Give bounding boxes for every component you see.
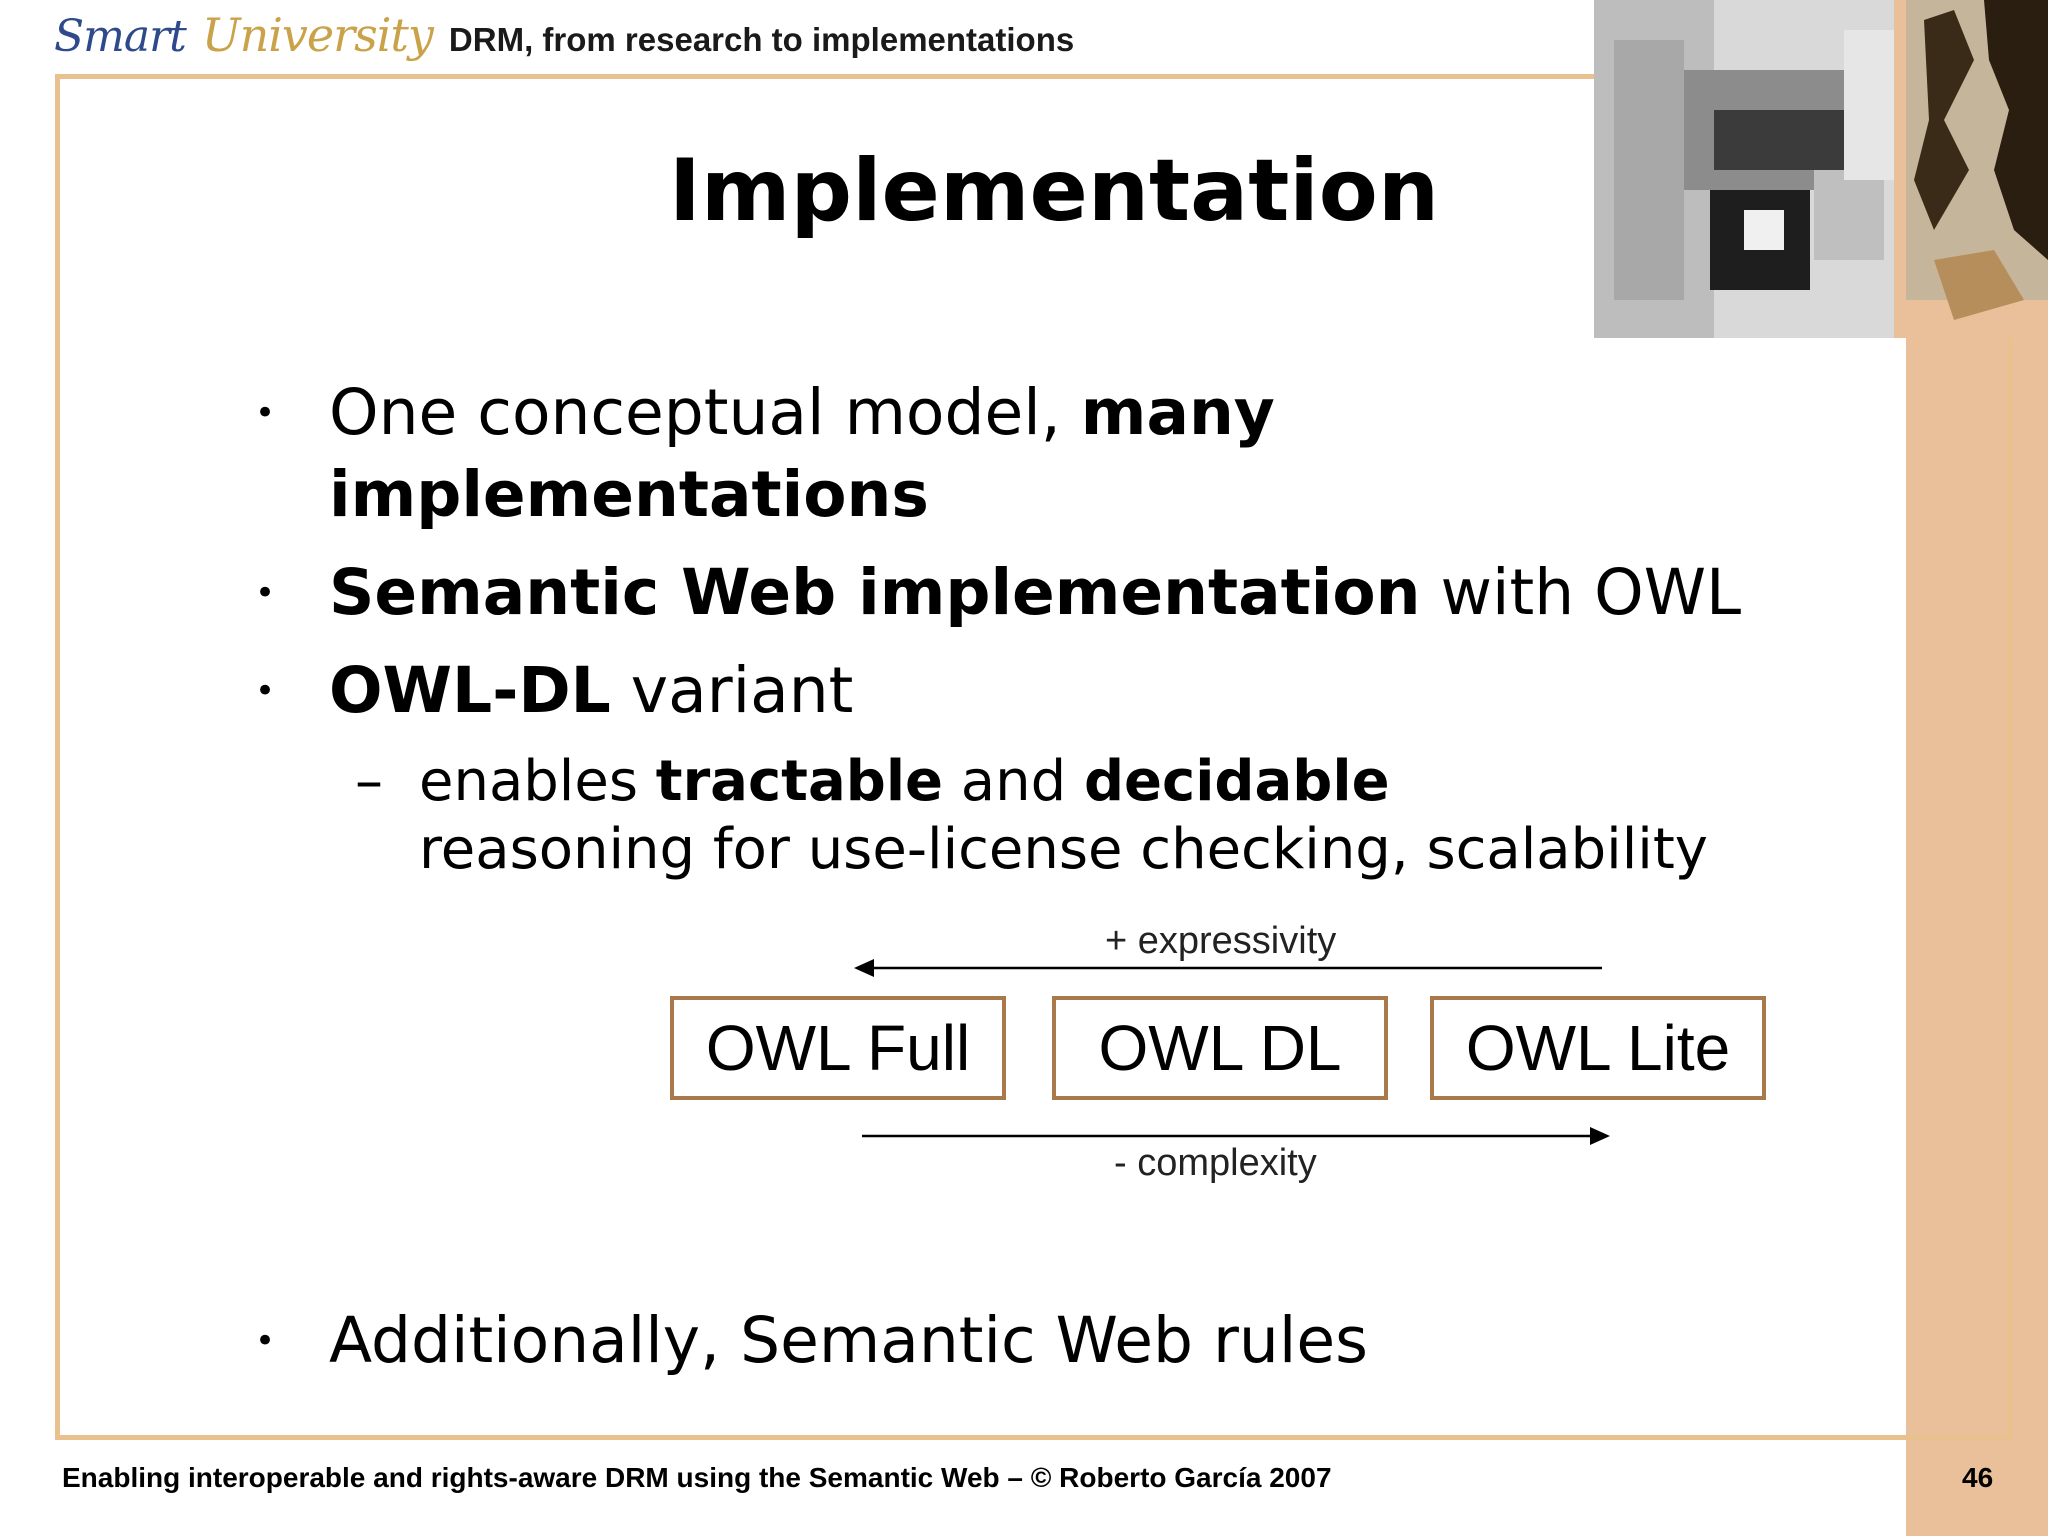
bullet-3-text-normal: variant bbox=[610, 654, 854, 727]
sub-bullet-text-1: enables bbox=[419, 749, 656, 814]
bullet-3-text-bold: OWL-DL bbox=[329, 654, 611, 727]
diagram-bottom-label: - complexity bbox=[1114, 1142, 1317, 1184]
slide-frame bbox=[55, 74, 2012, 1440]
slide-title: Implementation bbox=[668, 141, 1440, 241]
expressivity-arrow bbox=[854, 959, 1602, 977]
brand-smart-logo: Smart bbox=[54, 11, 187, 62]
bullet-dot: • bbox=[255, 573, 276, 613]
header-photo bbox=[1594, 0, 2048, 338]
bullet-dot: • bbox=[255, 671, 276, 711]
owl-dl-box: OWL DL bbox=[1052, 996, 1388, 1100]
sub-bullet-bold-2: decidable bbox=[1083, 749, 1390, 814]
bullet-1-text-normal: One conceptual model, bbox=[329, 376, 1081, 449]
header-subtitle: DRM, from research to implementations bbox=[448, 21, 1075, 58]
bullet-2-text-normal: with OWL bbox=[1420, 556, 1742, 629]
bullet-1-text-bold: many bbox=[1080, 376, 1275, 449]
bullet-2-text-bold: Semantic Web implementation bbox=[329, 556, 1421, 629]
brand-university-logo: University bbox=[201, 8, 434, 62]
header-brand: Smart University DRM, from research to i… bbox=[54, 8, 1074, 68]
page-number: 46 bbox=[1962, 1462, 1994, 1493]
sub-bullet-bold-1: tractable bbox=[655, 749, 943, 814]
sub-bullet-dash: – bbox=[355, 749, 383, 814]
sub-bullet-line2: reasoning for use-license checking, scal… bbox=[419, 817, 1708, 882]
footer-text: Enabling interoperable and rights-aware … bbox=[62, 1462, 1332, 1493]
bullet-dot: • bbox=[255, 393, 276, 433]
bullet-4-text: Additionally, Semantic Web rules bbox=[329, 1304, 1368, 1377]
owl-lite-box: OWL Lite bbox=[1430, 996, 1766, 1100]
complexity-arrow bbox=[862, 1127, 1610, 1145]
owl-full-box: OWL Full bbox=[670, 996, 1006, 1100]
bullet-dot: • bbox=[255, 1321, 276, 1361]
sub-bullet-text-2: and bbox=[943, 749, 1084, 814]
bullet-1-text-line2: implementations bbox=[329, 458, 929, 531]
diagram-top-label: + expressivity bbox=[1105, 920, 1337, 962]
